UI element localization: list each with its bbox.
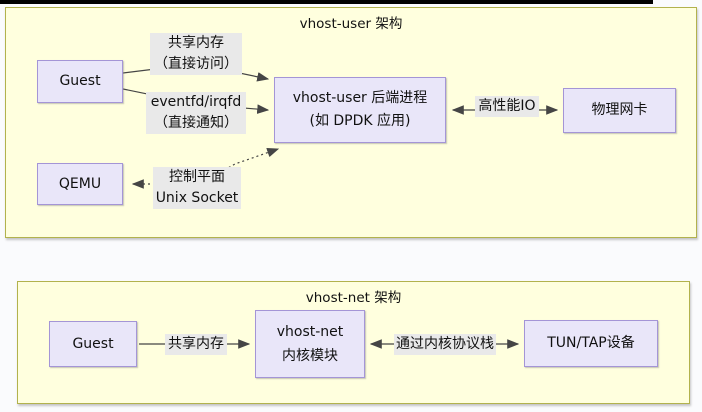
edge-label-kernel-stack-text: 通过内核协议栈 xyxy=(394,334,496,355)
node-physical-nic-label: 物理网卡 xyxy=(591,102,648,118)
vhost-user-frame-title: vhost-user 架构 xyxy=(299,16,403,32)
edge-label-control-plane-line1: 控制平面 xyxy=(153,167,241,188)
edge-label-shared-memory-net: 共享内存 xyxy=(165,334,227,355)
node-vhost-user-backend: vhost-user 后端进程 (如 DPDK 应用) xyxy=(274,77,446,143)
node-tuntap-device-label: TUN/TAP设备 xyxy=(547,335,635,351)
edge-label-high-perf-io-text: 高性能IO xyxy=(475,96,539,117)
edge-label-eventfd-line2: （直接通知） xyxy=(146,113,246,134)
node-vhost-net-module-line1: vhost-net xyxy=(276,324,344,340)
window-top-bar xyxy=(0,0,653,4)
node-vhost-user-backend-line1: vhost-user 后端进程 xyxy=(292,90,428,106)
node-vhost-net-module-line2: 内核模块 xyxy=(282,348,338,364)
edge-label-control-plane-line2: Unix Socket xyxy=(153,188,241,209)
edge-label-shared-memory: 共享内存 （直接访问） xyxy=(150,33,242,75)
node-physical-nic: 物理网卡 xyxy=(563,88,676,133)
edge-label-shared-memory-line1: 共享内存 xyxy=(150,33,242,54)
edge-label-shared-memory-net-text: 共享内存 xyxy=(165,334,227,355)
node-qemu-label: QEMU xyxy=(58,175,102,192)
node-guest-user-label: Guest xyxy=(59,73,101,89)
edge-label-control-plane: 控制平面 Unix Socket xyxy=(153,167,241,209)
node-guest-user: Guest xyxy=(37,60,123,103)
edge-label-shared-memory-line2: （直接访问） xyxy=(150,54,242,75)
node-tuntap-device: TUN/TAP设备 xyxy=(524,320,658,367)
node-vhost-user-backend-line2: (如 DPDK 应用) xyxy=(309,113,411,129)
node-guest-net: Guest xyxy=(49,321,137,367)
edge-label-eventfd: eventfd/irqfd （直接通知） xyxy=(146,92,246,134)
edge-label-eventfd-line1: eventfd/irqfd xyxy=(146,92,246,113)
vhost-net-frame-title: vhost-net 架构 xyxy=(305,290,402,306)
node-qemu: QEMU xyxy=(37,163,123,205)
edge-label-kernel-stack: 通过内核协议栈 xyxy=(394,334,496,355)
edge-control-plane-line xyxy=(131,148,280,189)
node-guest-net-label: Guest xyxy=(72,335,114,352)
edge-label-high-perf-io: 高性能IO xyxy=(475,96,539,117)
node-vhost-net-module: vhost-net 内核模块 xyxy=(255,310,365,378)
